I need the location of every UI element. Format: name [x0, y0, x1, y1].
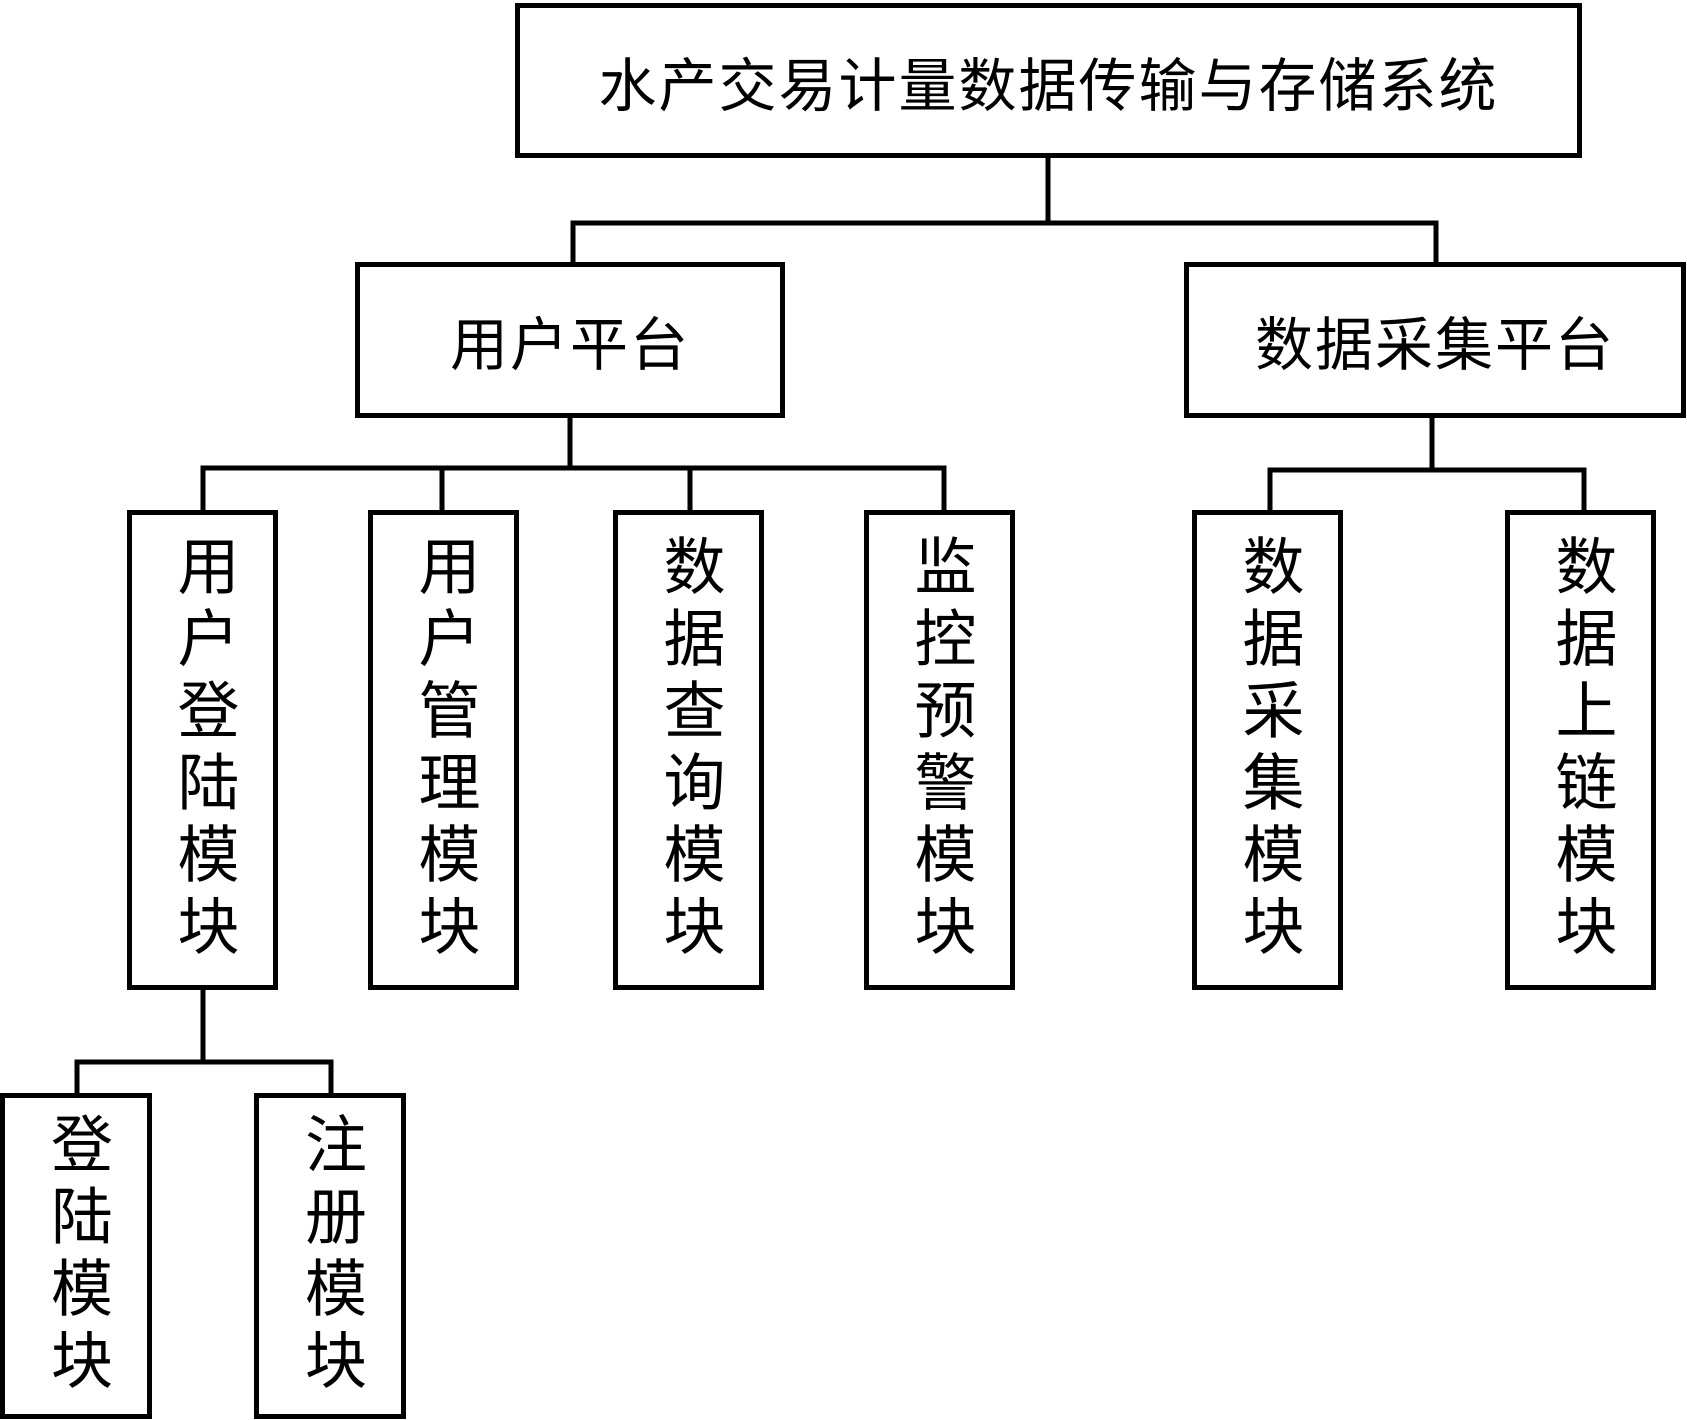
user-login-module-box: 用户登陆模块: [127, 510, 278, 990]
data-onchain-module-box: 数据上链模块: [1505, 510, 1656, 990]
user-management-module-label: 用户管理模块: [407, 534, 481, 966]
data-query-module-label: 数据查询模块: [652, 534, 726, 966]
data-collection-module-box: 数据采集模块: [1192, 510, 1343, 990]
login-module-box: 登陆模块: [0, 1093, 152, 1419]
data-collection-platform-label: 数据采集平台: [1254, 311, 1615, 379]
monitoring-alert-module-label: 监控预警模块: [903, 534, 977, 966]
data-collection-module-label: 数据采集模块: [1231, 534, 1305, 966]
user-management-module-box: 用户管理模块: [368, 510, 519, 990]
root-system-label: 水产交易计量数据传输与存储系统: [598, 51, 1499, 120]
login-module-label: 登陆模块: [40, 1112, 113, 1400]
user-platform-box: 用户平台: [355, 262, 785, 418]
monitoring-alert-module-box: 监控预警模块: [864, 510, 1015, 990]
user-login-module-label: 用户登陆模块: [166, 534, 240, 966]
register-module-box: 注册模块: [254, 1093, 406, 1419]
data-collection-platform-box: 数据采集平台: [1184, 262, 1686, 418]
root-system-box: 水产交易计量数据传输与存储系统: [515, 3, 1582, 158]
user-platform-label: 用户平台: [449, 311, 690, 379]
register-module-label: 注册模块: [294, 1112, 367, 1400]
data-query-module-box: 数据查询模块: [613, 510, 764, 990]
data-onchain-module-label: 数据上链模块: [1544, 534, 1618, 966]
